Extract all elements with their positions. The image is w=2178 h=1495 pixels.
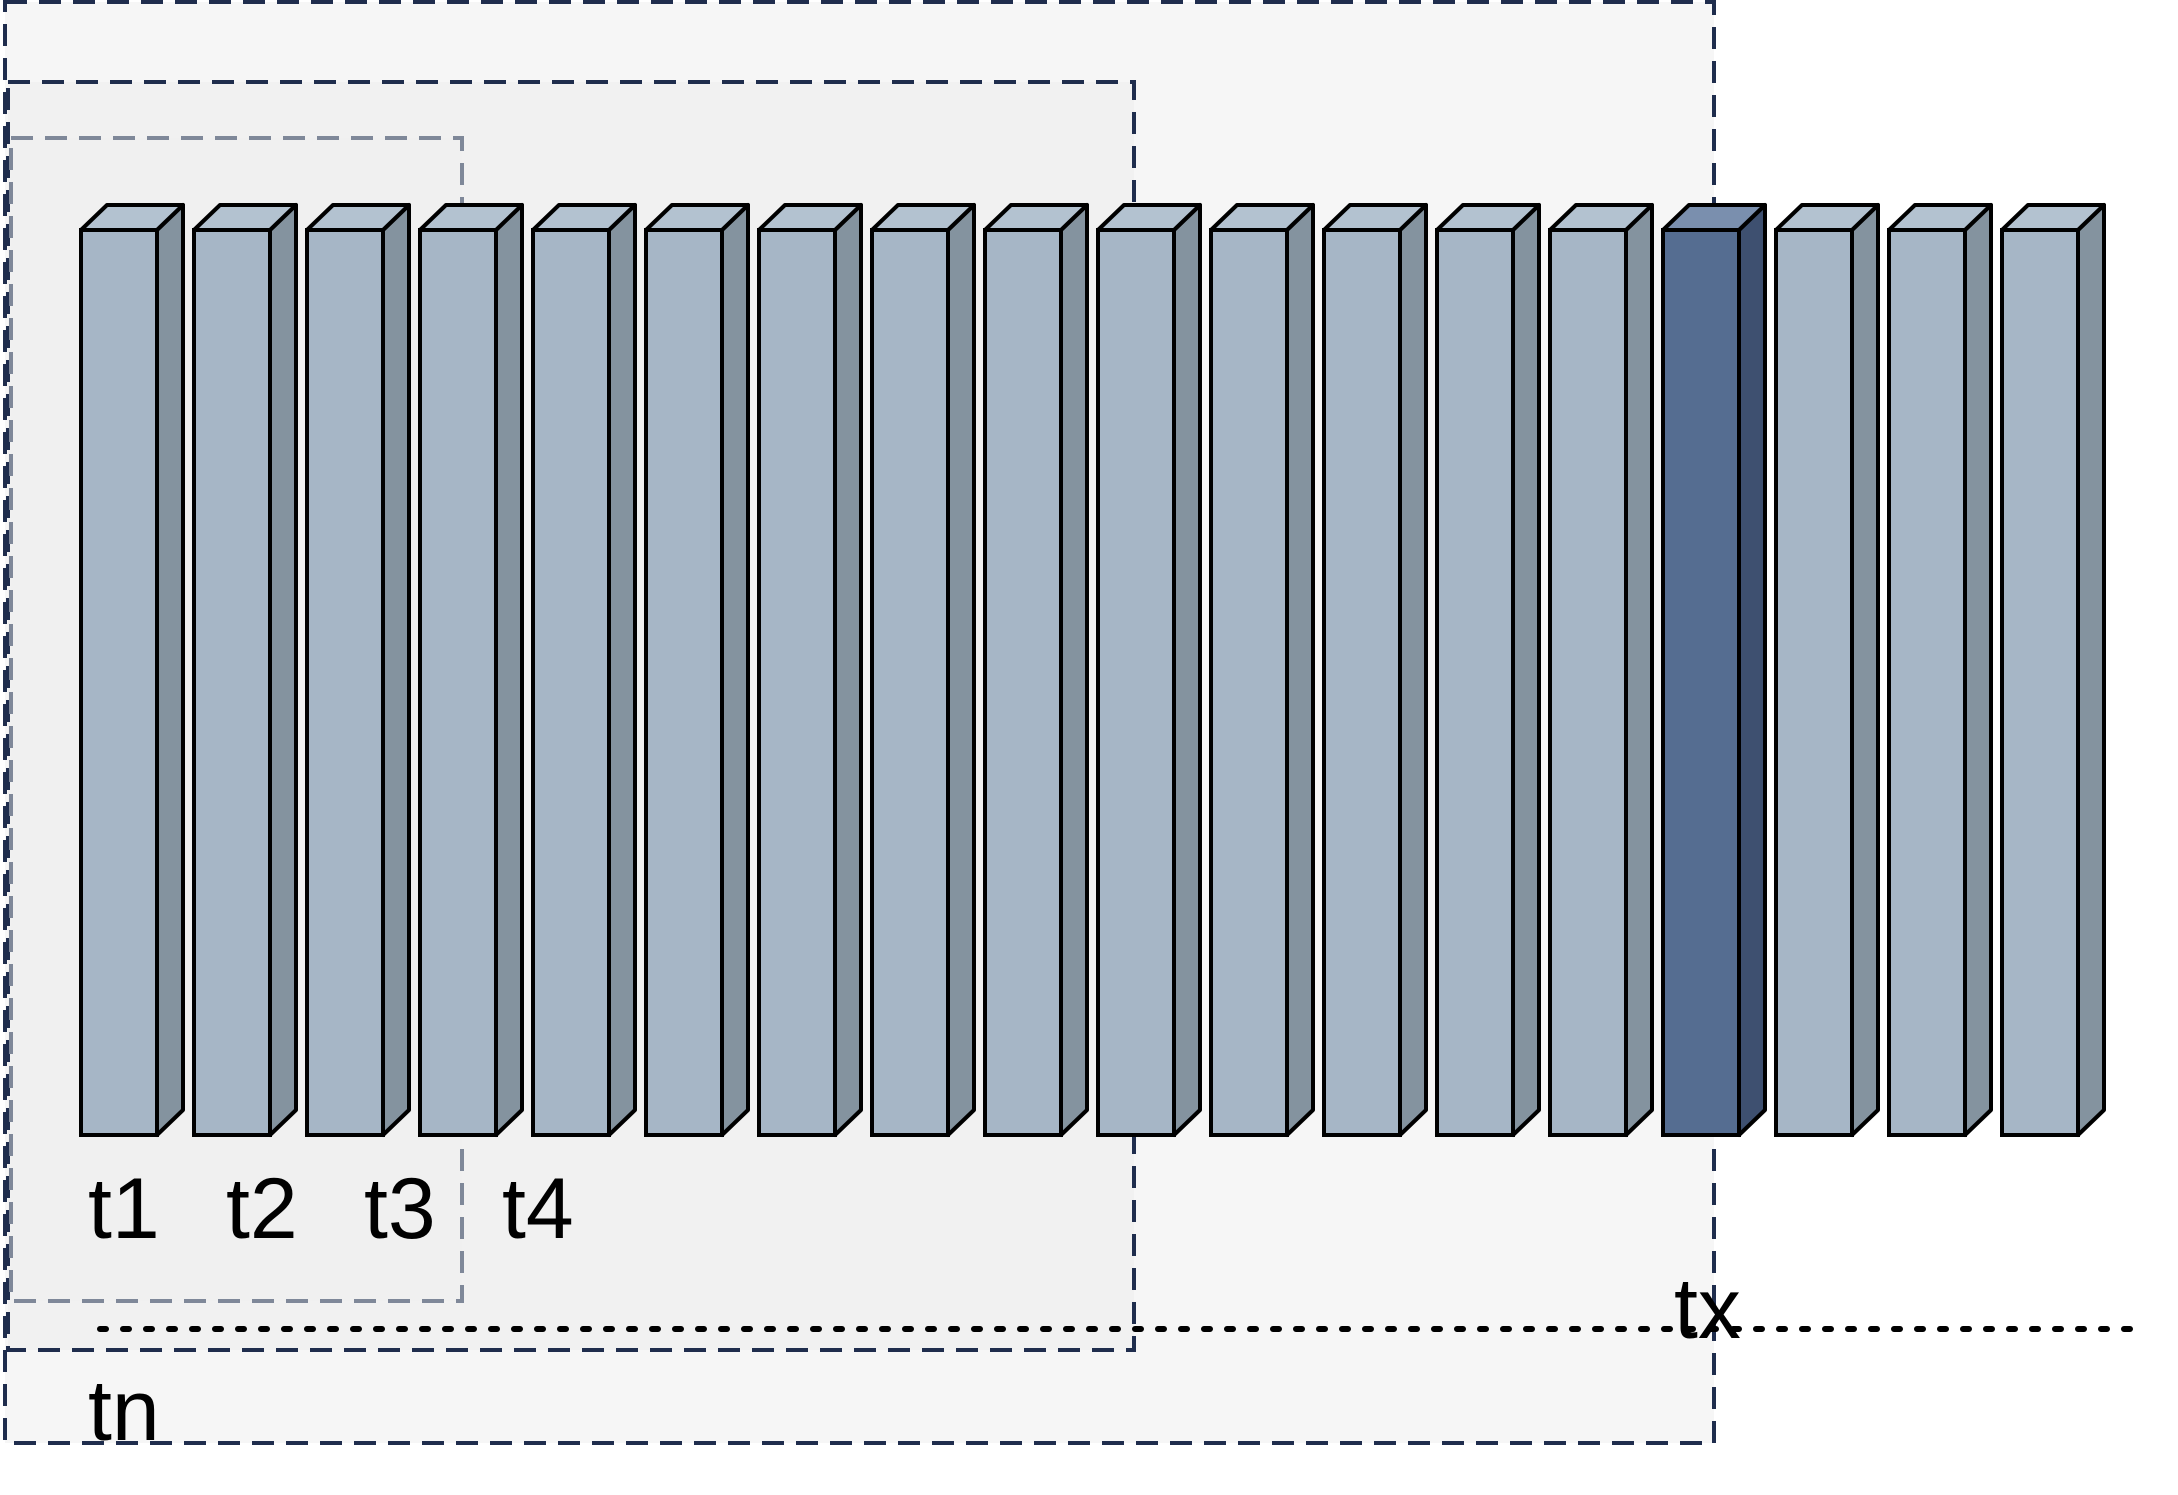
bar-front-face [531,228,611,1137]
timestep-bars [79,203,2106,1137]
bar-side-face [1963,203,1993,1137]
bar-front-face [305,228,385,1137]
bar-front-face [192,228,272,1137]
bar-side-face [1511,203,1541,1137]
timestep-bar [192,203,298,1137]
bar-side-face [268,203,298,1137]
bar-front-face [870,228,950,1137]
timestep-bar [644,203,750,1137]
timestep-bar [531,203,637,1137]
timestep-bar-tx [1661,203,1767,1137]
timestep-bar [2000,203,2106,1137]
bar-side-face [1059,203,1089,1137]
timestep-bar [983,203,1089,1137]
label-t4: t4 [502,1161,574,1257]
bar-side-face [720,203,750,1137]
bar-side-face [1285,203,1315,1137]
label-tx: tx [1674,1261,1741,1357]
timestep-bar [305,203,411,1137]
bar-front-face [79,228,159,1137]
label-t1: t1 [88,1161,160,1257]
bar-side-face [607,203,637,1137]
bar-side-face [494,203,524,1137]
bar-side-face [1172,203,1202,1137]
timestep-bar [1887,203,1993,1137]
bar-front-face [983,228,1063,1137]
bar-front-face [1322,228,1402,1137]
timestep-bar [79,203,185,1137]
bar-front-face [2000,228,2080,1137]
label-t2: t2 [226,1161,298,1257]
timestep-bar [418,203,524,1137]
bar-front-face [1548,228,1628,1137]
timestep-bar [1096,203,1202,1137]
bar-side-face [1737,203,1767,1137]
timestep-bar [1774,203,1880,1137]
bar-side-face [1624,203,1654,1137]
timestep-bar [870,203,976,1137]
timestep-bar [757,203,863,1137]
timestep-bar [1435,203,1541,1137]
bar-side-face [2076,203,2106,1137]
label-tn: tn [88,1363,160,1459]
timestep-bar [1322,203,1428,1137]
bar-front-face [418,228,498,1137]
timestep-bar [1548,203,1654,1137]
bar-side-face [833,203,863,1137]
bar-front-face [1209,228,1289,1137]
bar-side-face [155,203,185,1137]
bar-side-face [381,203,411,1137]
bar-side-face [1850,203,1880,1137]
bar-front-face [1887,228,1967,1137]
bar-front-face [757,228,837,1137]
bar-front-face [1096,228,1176,1137]
bar-front-face [644,228,724,1137]
label-t3: t3 [364,1161,436,1257]
timestep-bar [1209,203,1315,1137]
bar-front-face [1661,228,1741,1137]
bar-side-face [1398,203,1428,1137]
bar-front-face [1774,228,1854,1137]
bar-front-face [1435,228,1515,1137]
bar-side-face [946,203,976,1137]
